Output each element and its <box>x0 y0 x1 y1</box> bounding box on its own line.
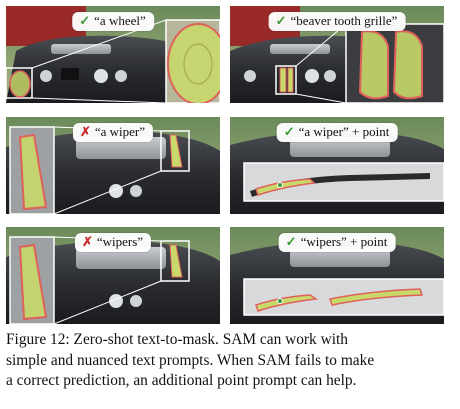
panel-a-wiper-point: ✓“a wiper” + point <box>230 117 444 214</box>
cross-icon: ✗ <box>79 124 91 139</box>
panel-a-wiper: ✗“a wiper” <box>6 117 220 214</box>
check-icon: ✓ <box>285 234 297 249</box>
check-icon: ✓ <box>275 13 287 28</box>
panel-wheel: ✓“a wheel” <box>6 6 220 103</box>
prompt-label: ✓“a wiper” + point <box>276 123 398 142</box>
panel-wipers: ✗“wipers” <box>6 227 220 324</box>
prompt-label: ✗“wipers” <box>74 233 152 252</box>
prompt-label: ✓“wipers” + point <box>278 233 396 252</box>
figure-caption: Figure 12: Zero-shot text-to-mask. SAM c… <box>6 331 375 389</box>
car-photo <box>230 117 444 214</box>
prompt-label: ✗“a wiper” <box>72 123 154 142</box>
cross-icon: ✗ <box>81 234 93 249</box>
check-icon: ✓ <box>283 124 295 139</box>
panel-wipers-point: ✓“wipers” + point <box>230 227 444 324</box>
prompt-label: ✓“a wheel” <box>72 12 154 31</box>
panel-grille: ✓“beaver tooth grille” <box>230 6 444 103</box>
check-icon: ✓ <box>79 13 91 28</box>
prompt-label: ✓“beaver tooth grille” <box>268 12 406 31</box>
